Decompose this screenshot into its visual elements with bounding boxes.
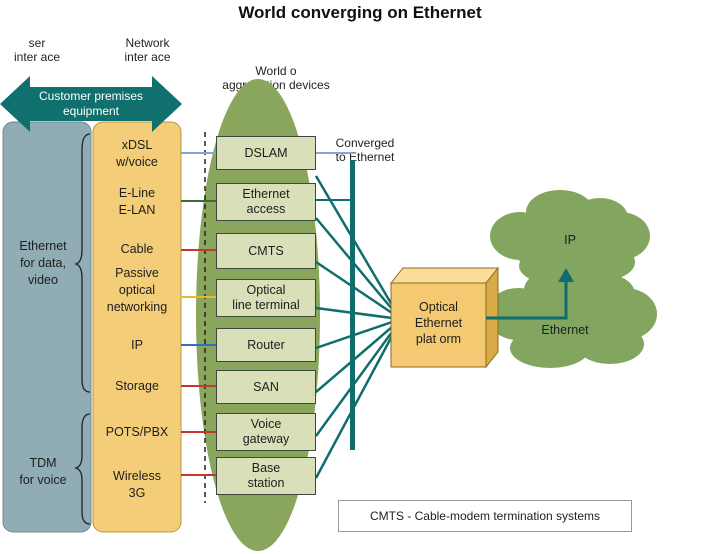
device-san: SAN — [216, 370, 316, 404]
header-line: Converged — [335, 136, 395, 150]
optical-ethernet-platform-label: Optical Ethernet plat orm — [391, 299, 486, 347]
label-line: optical — [118, 283, 156, 297]
label-line: for voice — [19, 473, 67, 487]
device-dslam: DSLAM — [216, 136, 316, 170]
label-line: gateway — [242, 432, 290, 446]
cpe-double-arrow — [0, 76, 182, 132]
label-line: Storage — [115, 379, 159, 393]
platform-top — [389, 267, 500, 284]
label-line: CMTS — [248, 243, 284, 258]
ethernet-cloud-label: Ethernet — [541, 323, 589, 337]
label-line: Ethernet — [19, 239, 67, 253]
header-line: ser — [28, 36, 46, 50]
label-line: TDM — [29, 456, 57, 470]
arrow-label-line: Customer premises — [38, 89, 144, 103]
network-interface-panel — [92, 121, 182, 533]
label-line: Optical — [246, 283, 286, 297]
label-line: access — [246, 202, 286, 216]
label-line: station — [247, 476, 285, 490]
label-line: Optical — [419, 300, 458, 314]
label-line: networking — [106, 300, 168, 314]
network-interface-header: Network inter ace — [105, 36, 190, 64]
device-cmts: CMTS — [216, 233, 316, 269]
label-line: plat orm — [415, 332, 462, 346]
access-ip: IP — [93, 337, 181, 354]
label-line: for data, — [20, 256, 66, 270]
label-line: E-Line — [118, 186, 156, 200]
label-line: Ethernet — [242, 187, 290, 201]
access-eline-elan: E-Line E-LAN — [93, 185, 181, 219]
label-line: Wireless — [113, 469, 161, 483]
header-line: World o — [255, 64, 297, 78]
tdm-voice-label: TDM for voice — [4, 455, 82, 489]
platform-to-cloud-line — [486, 280, 568, 320]
label-line: E-LAN — [118, 203, 156, 217]
ethernet-cloud — [486, 268, 657, 368]
label-line: SAN — [253, 379, 279, 394]
label-line: POTS/PBX — [105, 425, 169, 439]
header-line: Network — [125, 36, 170, 50]
device-router: Router — [216, 328, 316, 362]
ethernet-data-video-label: Ethernet for data, video — [4, 238, 82, 289]
ip-cloud-label: IP — [564, 233, 576, 247]
ip-cloud — [490, 190, 650, 284]
label-line: DSLAM — [244, 145, 288, 160]
access-storage: Storage — [93, 378, 181, 395]
label-line: line terminal — [232, 298, 300, 312]
cmts-legend-note: CMTS - Cable-modem termination systems — [338, 500, 632, 532]
access-wireless-3g: Wireless 3G — [93, 468, 181, 502]
label-line: Passive — [115, 266, 159, 280]
access-passive-optical: Passive optical networking — [93, 265, 181, 316]
platform-to-cloud-arrowhead — [558, 268, 574, 282]
label-line: w/voice — [116, 155, 158, 169]
label-line: xDSL — [121, 138, 153, 152]
access-cable: Cable — [93, 241, 181, 258]
diagram-title: World converging on Ethernet — [238, 3, 482, 22]
label-line: Ethernet — [414, 316, 463, 330]
note-text: CMTS - Cable-modem termination systems — [369, 509, 601, 523]
ethernet-brace — [73, 133, 91, 393]
user-interface-header: ser inter ace — [2, 36, 72, 64]
label-line: Base — [251, 461, 281, 475]
label-line: video — [28, 273, 58, 287]
header-line: inter ace — [13, 50, 61, 64]
ethernet-bus — [350, 160, 355, 450]
access-pots-pbx: POTS/PBX — [93, 424, 181, 441]
label-line: IP — [131, 338, 143, 352]
header-line: inter ace — [124, 50, 171, 64]
label-line: 3G — [128, 486, 146, 500]
arrow-label-line: equipment — [62, 104, 120, 118]
label-line: Voice — [250, 417, 282, 431]
tdm-brace — [73, 413, 91, 525]
platform-front — [390, 282, 487, 368]
user-interface-panel — [2, 121, 92, 533]
cpe-arrow-label: Customer premises equipment — [30, 89, 152, 119]
label-line: Cable — [120, 242, 154, 256]
access-xdsl: xDSL w/voice — [93, 137, 181, 171]
label-line: Router — [247, 337, 285, 352]
